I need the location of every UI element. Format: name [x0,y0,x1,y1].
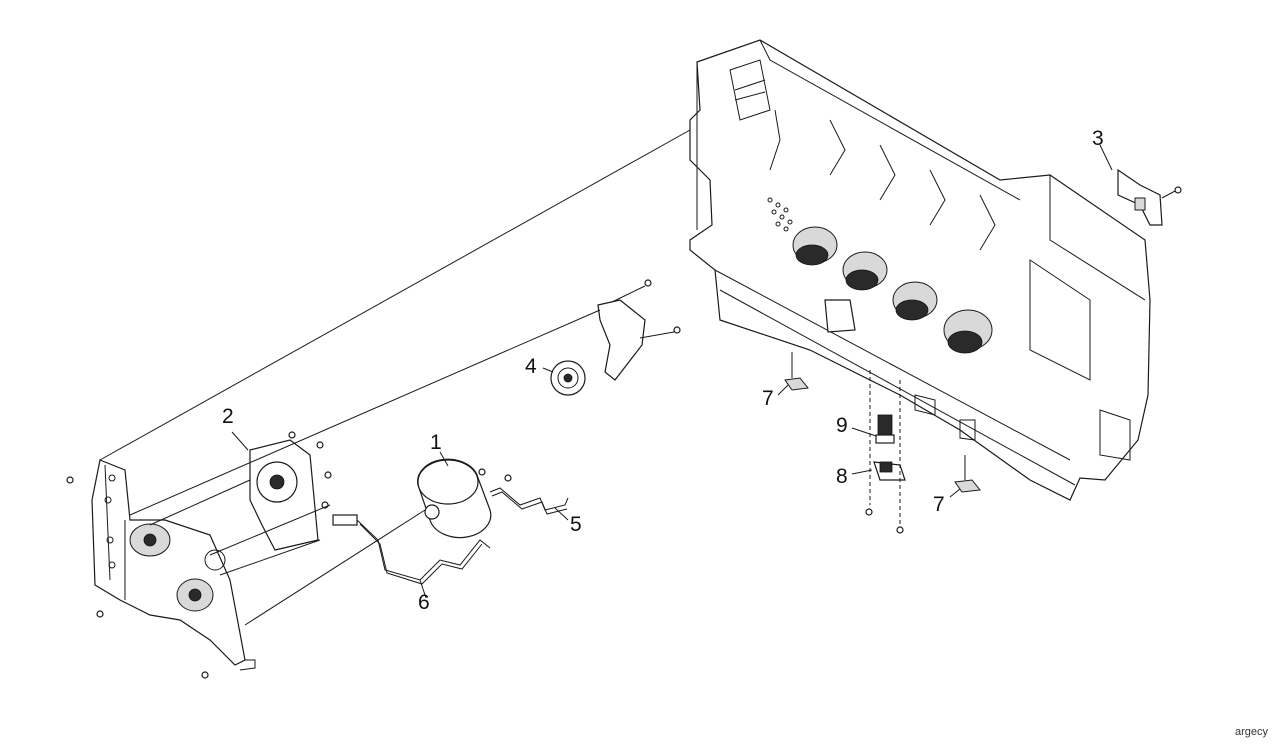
part-5-cable [489,487,569,521]
left-side-frame [66,459,256,679]
assembly-guide-lines [99,129,691,626]
vent-grid [767,197,793,232]
callout-9: 9 [836,414,848,437]
callout-4: 4 [525,355,537,378]
callout-5: 5 [570,513,582,536]
clutch-bracket [597,279,681,381]
watermark-text: argecy [1234,726,1268,738]
drive-gear-3 [892,281,938,321]
part-9-connector [851,414,895,444]
part-3-sensor-bracket [1099,144,1182,226]
callout-7-right: 7 [933,493,945,516]
part-1-motor [417,451,512,539]
part-8-sensor [851,370,906,534]
callout-6: 6 [418,591,430,614]
drive-gear-4 [943,309,993,354]
callout-8: 8 [836,465,848,488]
callout-2: 2 [222,405,234,428]
part-6-cable [332,514,491,599]
callout-1: 1 [430,431,442,454]
part-2-motor-plate [231,431,332,551]
drive-gear-2 [842,251,888,291]
part-7-foot-right [949,455,981,498]
part-4-clutch [542,360,586,396]
callout-7-left: 7 [762,387,774,410]
part-7-foot-left [777,352,809,396]
callout-3: 3 [1092,127,1104,150]
main-frame-assembly [689,39,1151,501]
drive-gear-1 [792,226,838,266]
